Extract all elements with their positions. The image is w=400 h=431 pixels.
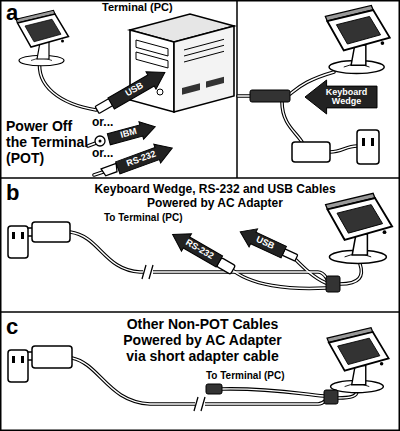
cable-arrow: RS-232 [114, 139, 175, 178]
panel-letter: b [6, 180, 19, 205]
outlet-slot [12, 232, 15, 239]
arrow-outline [106, 64, 170, 112]
cable-core [40, 60, 362, 404]
adapter-prong [28, 352, 32, 360]
outlet-slot [21, 232, 24, 239]
y-junction [326, 276, 340, 292]
wedge-connector [250, 90, 290, 102]
break-mark [142, 265, 153, 279]
cable-arrow: RS-232 [168, 226, 225, 270]
port [182, 83, 200, 95]
instruction-note: Power Off the Terminal (POT) [6, 118, 94, 166]
arrow-outline [168, 226, 225, 270]
port [206, 77, 224, 88]
scanner [325, 5, 389, 73]
pc-side [174, 26, 234, 112]
terminal-pc [130, 14, 234, 112]
arrow-outline [114, 139, 175, 178]
pc-front [130, 30, 174, 112]
scanner [16, 10, 69, 66]
device-label: Terminal (PC) [102, 1, 173, 14]
adapter-prong [28, 228, 32, 236]
power-button [157, 89, 163, 95]
panel-divider [0, 311, 400, 313]
ac-adapter [32, 346, 72, 368]
option-note: or... [92, 116, 113, 130]
outlet-slot [371, 138, 374, 146]
break-gap [195, 397, 205, 411]
vent [184, 39, 224, 62]
wall-outlet [8, 350, 28, 382]
y-junction [324, 390, 338, 404]
device-label: To Terminal (PC) [206, 370, 285, 382]
device-label: To Terminal (PC) [104, 212, 183, 224]
panel-letter: a [6, 0, 18, 25]
drive-bay [136, 52, 168, 68]
arrow-outline [236, 223, 288, 261]
outlet-slot [362, 138, 365, 146]
arrow-outline [305, 80, 377, 114]
cable-outline [40, 60, 362, 404]
arrow-label: Keyboard Wedge [318, 88, 375, 107]
cable-arrow: IBM [106, 118, 157, 148]
cable-arrow: USB [236, 223, 288, 261]
scanner [327, 328, 389, 393]
panel-heading: Keyboard Wedge, RS-232 and USB Cables Po… [85, 183, 345, 211]
arrow-outline [106, 118, 157, 148]
outlet-slot [21, 356, 24, 363]
cable-arrow: Keyboard Wedge [305, 80, 377, 114]
wall-outlet [357, 130, 379, 164]
panel-letter: c [6, 314, 18, 339]
ibm-plug [95, 136, 105, 146]
rs232-plug [101, 164, 119, 177]
panel-divider [236, 0, 238, 178]
break-gap [143, 265, 153, 279]
terminal-plug [206, 384, 222, 394]
ac-adapter [32, 222, 70, 242]
outlet-slot [12, 356, 15, 363]
option-note: or... [92, 147, 113, 161]
ac-adapter [292, 142, 330, 162]
panel-divider [0, 177, 400, 179]
panel-heading: Other Non-POT Cables Powered by AC Adapt… [115, 316, 290, 364]
break-mark [194, 397, 205, 411]
wall-outlet [8, 226, 28, 258]
scanner [326, 193, 393, 263]
ibm-plug-pin [99, 140, 102, 143]
